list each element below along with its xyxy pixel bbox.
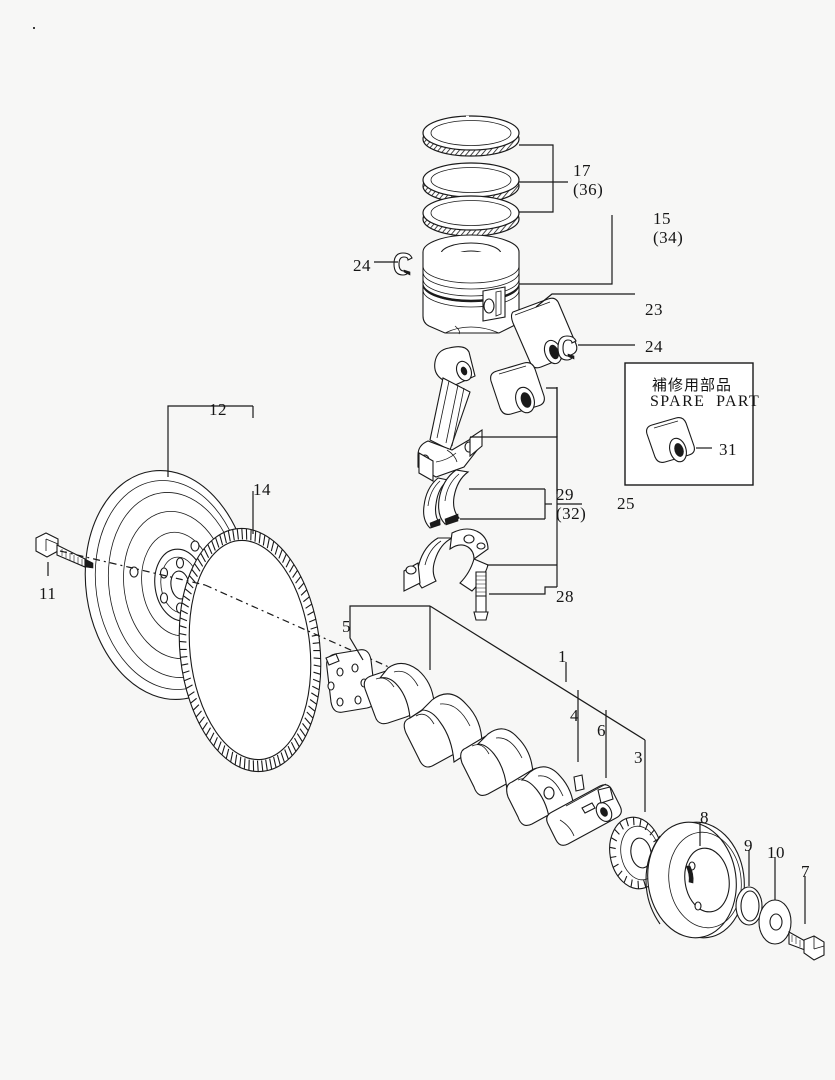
leader-15: [519, 215, 613, 285]
callout-1: 1: [558, 647, 567, 666]
leader-5-lead: [349, 630, 364, 661]
ring-gear-teeth: [179, 528, 321, 772]
spare-part-title-jp: 補修用部品: [652, 376, 733, 394]
callout-number: 10: [767, 843, 785, 862]
callout-17: 17(36): [573, 161, 603, 199]
axis-line-left: [59, 550, 206, 586]
ring-gear: [178, 527, 322, 773]
callout-number: 5: [342, 617, 351, 636]
dowel-pin-4: [573, 774, 585, 792]
callout-number: 7: [801, 862, 810, 881]
callout-7: 7: [801, 862, 810, 881]
spare-part-title-en: SPARE PART: [650, 393, 761, 410]
callout-sub-number: (34): [653, 228, 684, 248]
small-end-bushing: [490, 362, 545, 415]
callout-3: 3: [634, 748, 643, 767]
leader-23: [535, 293, 635, 308]
piston-ring-2: [422, 162, 520, 204]
callout-9: 9: [744, 836, 753, 855]
callout-24: 24: [353, 256, 371, 275]
snap-ring-left: [393, 252, 413, 276]
callout-8: 8: [700, 808, 709, 827]
corner-mark: [33, 27, 35, 29]
leader-28: [489, 586, 557, 595]
callout-number: 28: [556, 587, 574, 606]
callout-number: 12: [209, 400, 227, 419]
callout-number: 24: [353, 256, 371, 275]
callout-number: 11: [39, 584, 57, 603]
callout-number: 3: [634, 748, 643, 767]
callout-14: 14: [253, 480, 271, 499]
callout-number: 6: [597, 721, 606, 740]
callout-29: 29(32): [556, 485, 586, 523]
callout-23: 23: [645, 300, 663, 319]
callout-number: 23: [645, 300, 663, 319]
callout-28: 28: [556, 587, 574, 606]
callout-number: 14: [253, 480, 271, 499]
connecting-rod: [417, 346, 483, 482]
callout-10: 10: [767, 843, 785, 862]
pulley-bolt: [788, 931, 825, 961]
callout-24: 24: [645, 337, 663, 356]
flywheel-bolt: [35, 532, 94, 569]
callout-number: 24: [645, 337, 663, 356]
leader-12-a: [167, 405, 253, 477]
callout-number: 4: [570, 706, 579, 725]
callout-5: 5: [342, 617, 351, 636]
callout-6: 6: [597, 721, 606, 740]
callout-11: 11: [39, 584, 56, 603]
callout-number: 1: [558, 647, 567, 666]
callout-31: 31: [719, 440, 737, 459]
rod-cap: [403, 528, 489, 592]
callout-sub-number: (32): [556, 504, 587, 524]
callout-12: 12: [209, 400, 227, 419]
axis-line-mid: [204, 584, 401, 673]
callout-number: 17: [573, 161, 591, 180]
callout-4: 4: [570, 706, 579, 725]
leader-25-bushing: [546, 387, 558, 437]
callout-number: 8: [700, 808, 709, 827]
callout-number: 31: [719, 440, 737, 459]
crankshaft-pulley: [645, 821, 745, 939]
piston-ring-1: [422, 115, 520, 157]
leader-1-diagonal: [429, 605, 646, 741]
callout-sub-number: (36): [573, 180, 604, 200]
dowel-pin-5: [325, 653, 340, 666]
callout-number: 25: [617, 494, 635, 513]
callout-25: 25: [617, 494, 635, 513]
crankshaft: [326, 649, 622, 846]
piston: [422, 234, 520, 335]
piston-ring-3: [422, 195, 520, 237]
rod-bolt: [473, 571, 489, 621]
woodruff-key-6: [597, 786, 614, 804]
spare-part-bushing: [646, 417, 695, 463]
callout-number: 29: [556, 485, 574, 504]
callout-number: 15: [653, 209, 671, 228]
o-ring: [735, 886, 763, 926]
callout-number: 9: [744, 836, 753, 855]
snap-ring-right: [557, 335, 577, 361]
spare-part-box: [624, 362, 754, 486]
washer: [758, 899, 792, 945]
leader-17: [519, 144, 568, 213]
leader-5: [349, 605, 430, 630]
rod-bearing-upper: [423, 469, 470, 529]
leader-25-rod: [470, 436, 558, 494]
callout-15: 15(34): [653, 209, 683, 247]
